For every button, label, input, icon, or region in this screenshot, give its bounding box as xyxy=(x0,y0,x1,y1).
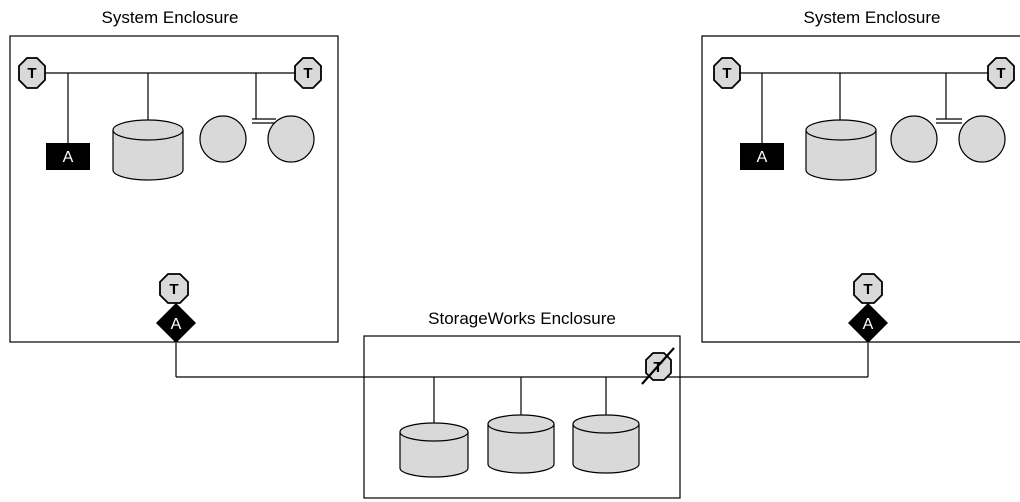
adapter-icon xyxy=(740,143,784,170)
disk-cylinder-icon xyxy=(487,414,555,474)
terminator-octagon-icon xyxy=(294,57,322,89)
storageworks-enclosure: StorageWorks Enclosure T xyxy=(363,309,681,499)
terminator-octagon-icon xyxy=(18,57,46,89)
storage-disk-drops xyxy=(433,377,607,424)
right-system-enclosure: System Enclosure T T A xyxy=(701,8,1020,343)
left-terminator-2: T xyxy=(294,57,322,89)
disk-cylinder-icon xyxy=(399,422,469,478)
right-enclosure-box xyxy=(701,35,1020,343)
adapter-label: A xyxy=(63,149,74,166)
left-enclosure-title: System Enclosure xyxy=(102,8,239,27)
terminator-octagon-icon xyxy=(853,273,883,304)
adapter-icon xyxy=(46,143,90,170)
disabled-terminator: T xyxy=(641,347,675,385)
left-enclosure-box xyxy=(9,35,339,343)
terminator-label: T xyxy=(303,65,312,82)
adapter-label: A xyxy=(171,316,182,333)
left-external-adapter: A xyxy=(156,303,196,343)
storageworks-enclosure-box xyxy=(363,335,681,499)
disk-cylinder-icon xyxy=(112,119,184,181)
shared-scsi-bus xyxy=(175,343,869,378)
right-internal-bus xyxy=(740,72,990,143)
disabled-slash-icon xyxy=(641,347,675,385)
storageworks-enclosure-title: StorageWorks Enclosure xyxy=(428,309,616,328)
right-external-terminator: T xyxy=(853,273,883,304)
right-terminator-1: T xyxy=(713,57,741,89)
right-internal-adapter: A xyxy=(740,143,784,170)
left-terminator-1: T xyxy=(18,57,46,89)
terminator-label: T xyxy=(863,281,872,298)
tape-reel-icon xyxy=(199,115,315,163)
adapter-icon xyxy=(848,303,888,343)
right-enclosure-title: System Enclosure xyxy=(804,8,941,27)
left-internal-adapter: A xyxy=(46,143,90,170)
left-external-terminator: T xyxy=(159,273,189,304)
terminator-label: T xyxy=(27,65,36,82)
terminator-label: T xyxy=(722,65,731,82)
adapter-label: A xyxy=(757,149,768,166)
terminator-label: T xyxy=(169,281,178,298)
tape-reel-icon xyxy=(890,115,1006,163)
right-terminator-2: T xyxy=(987,57,1015,89)
left-internal-bus xyxy=(44,72,295,143)
terminator-label: T xyxy=(996,65,1005,82)
disk-cylinder-icon xyxy=(805,119,877,181)
terminator-octagon-icon xyxy=(987,57,1015,89)
disk-cylinder-icon xyxy=(572,414,640,474)
adapter-icon xyxy=(156,303,196,343)
terminator-octagon-icon xyxy=(159,273,189,304)
right-external-adapter: A xyxy=(848,303,888,343)
adapter-label: A xyxy=(863,316,874,333)
terminator-octagon-icon xyxy=(713,57,741,89)
left-system-enclosure: System Enclosure T T xyxy=(9,8,339,343)
